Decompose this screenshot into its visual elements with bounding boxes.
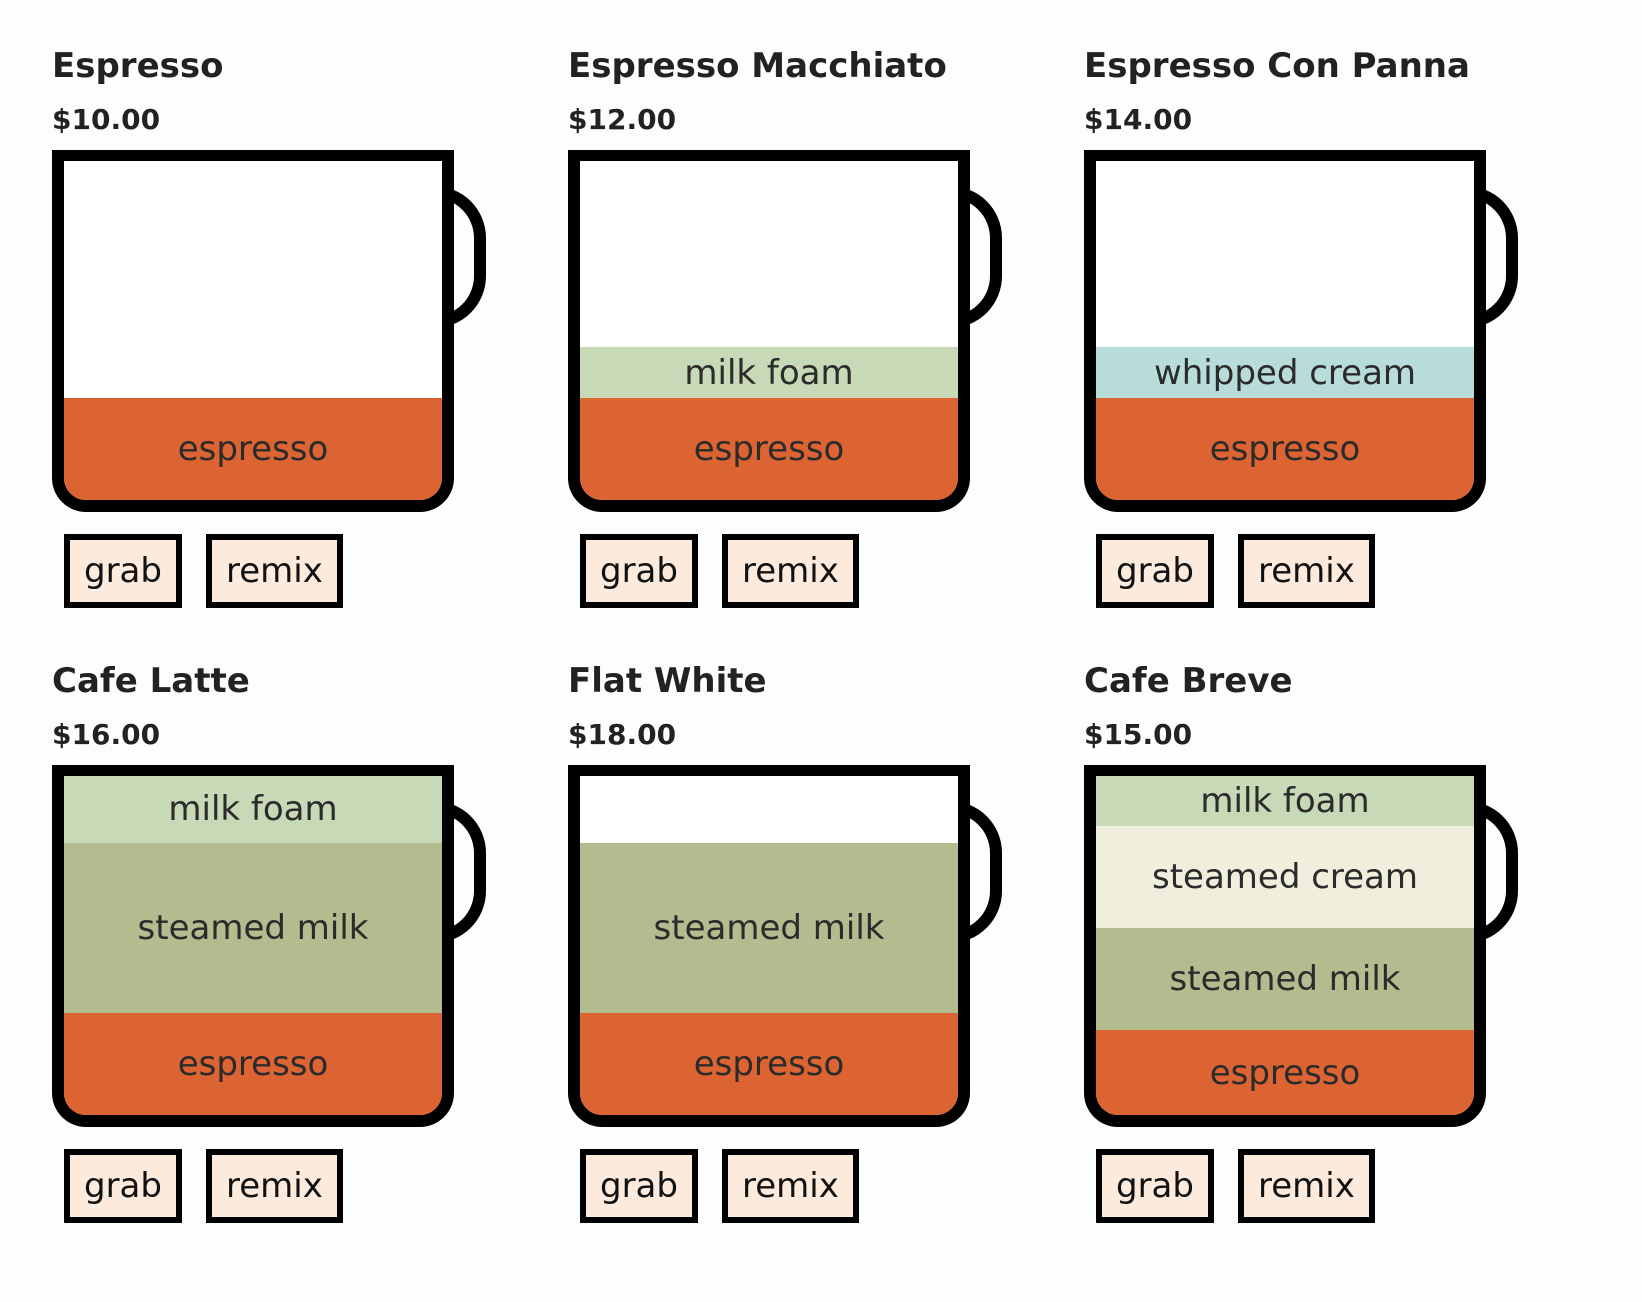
layer-milk-foam: milk foam: [580, 347, 958, 398]
drink-price: $10.00: [52, 103, 161, 136]
layer-espresso: espresso: [580, 1013, 958, 1115]
grab-button[interactable]: grab: [580, 1149, 698, 1223]
layer-espresso: espresso: [64, 1013, 442, 1115]
drink-card-espresso: Espresso $10.00 espresso grab remix: [52, 38, 552, 618]
layer-whipped-cream: whipped cream: [1096, 347, 1474, 398]
layer-espresso: espresso: [1096, 398, 1474, 500]
layer-milk-foam: milk foam: [1096, 776, 1474, 826]
drink-price: $15.00: [1084, 718, 1193, 751]
remix-button[interactable]: remix: [1237, 1149, 1375, 1223]
drink-price: $16.00: [52, 718, 161, 751]
remix-button[interactable]: remix: [205, 1149, 343, 1223]
grab-button[interactable]: grab: [580, 534, 698, 608]
grab-button[interactable]: grab: [1096, 534, 1214, 608]
grab-button[interactable]: grab: [64, 534, 182, 608]
drink-actions: grab remix: [64, 1149, 343, 1223]
remix-button[interactable]: remix: [1237, 534, 1375, 608]
remix-button[interactable]: remix: [205, 534, 343, 608]
drink-name: Cafe Latte: [52, 661, 250, 701]
remix-button[interactable]: remix: [721, 1149, 859, 1223]
drink-actions: grab remix: [64, 534, 343, 608]
layer-espresso: espresso: [64, 398, 442, 500]
layer-steamed-milk: steamed milk: [64, 843, 442, 1013]
drink-actions: grab remix: [580, 1149, 859, 1223]
drink-price: $14.00: [1084, 103, 1193, 136]
drink-actions: grab remix: [1096, 1149, 1375, 1223]
mug-illustration: espresso: [52, 150, 454, 512]
layer-milk-foam: milk foam: [64, 776, 442, 843]
layer-espresso: espresso: [1096, 1030, 1474, 1115]
grab-button[interactable]: grab: [64, 1149, 182, 1223]
drink-name: Espresso: [52, 46, 224, 86]
layer-steamed-milk: steamed milk: [1096, 928, 1474, 1030]
layer-steamed-milk: steamed milk: [580, 843, 958, 1013]
drink-name: Espresso Macchiato: [568, 46, 947, 86]
grab-button[interactable]: grab: [1096, 1149, 1214, 1223]
layer-espresso: espresso: [580, 398, 958, 500]
drink-price: $18.00: [568, 718, 677, 751]
drink-price: $12.00: [568, 103, 677, 136]
drink-name: Flat White: [568, 661, 767, 701]
remix-button[interactable]: remix: [721, 534, 859, 608]
drink-actions: grab remix: [1096, 534, 1375, 608]
drink-name: Cafe Breve: [1084, 661, 1293, 701]
drink-actions: grab remix: [580, 534, 859, 608]
layer-steamed-cream: steamed cream: [1096, 826, 1474, 928]
drink-name: Espresso Con Panna: [1084, 46, 1470, 86]
